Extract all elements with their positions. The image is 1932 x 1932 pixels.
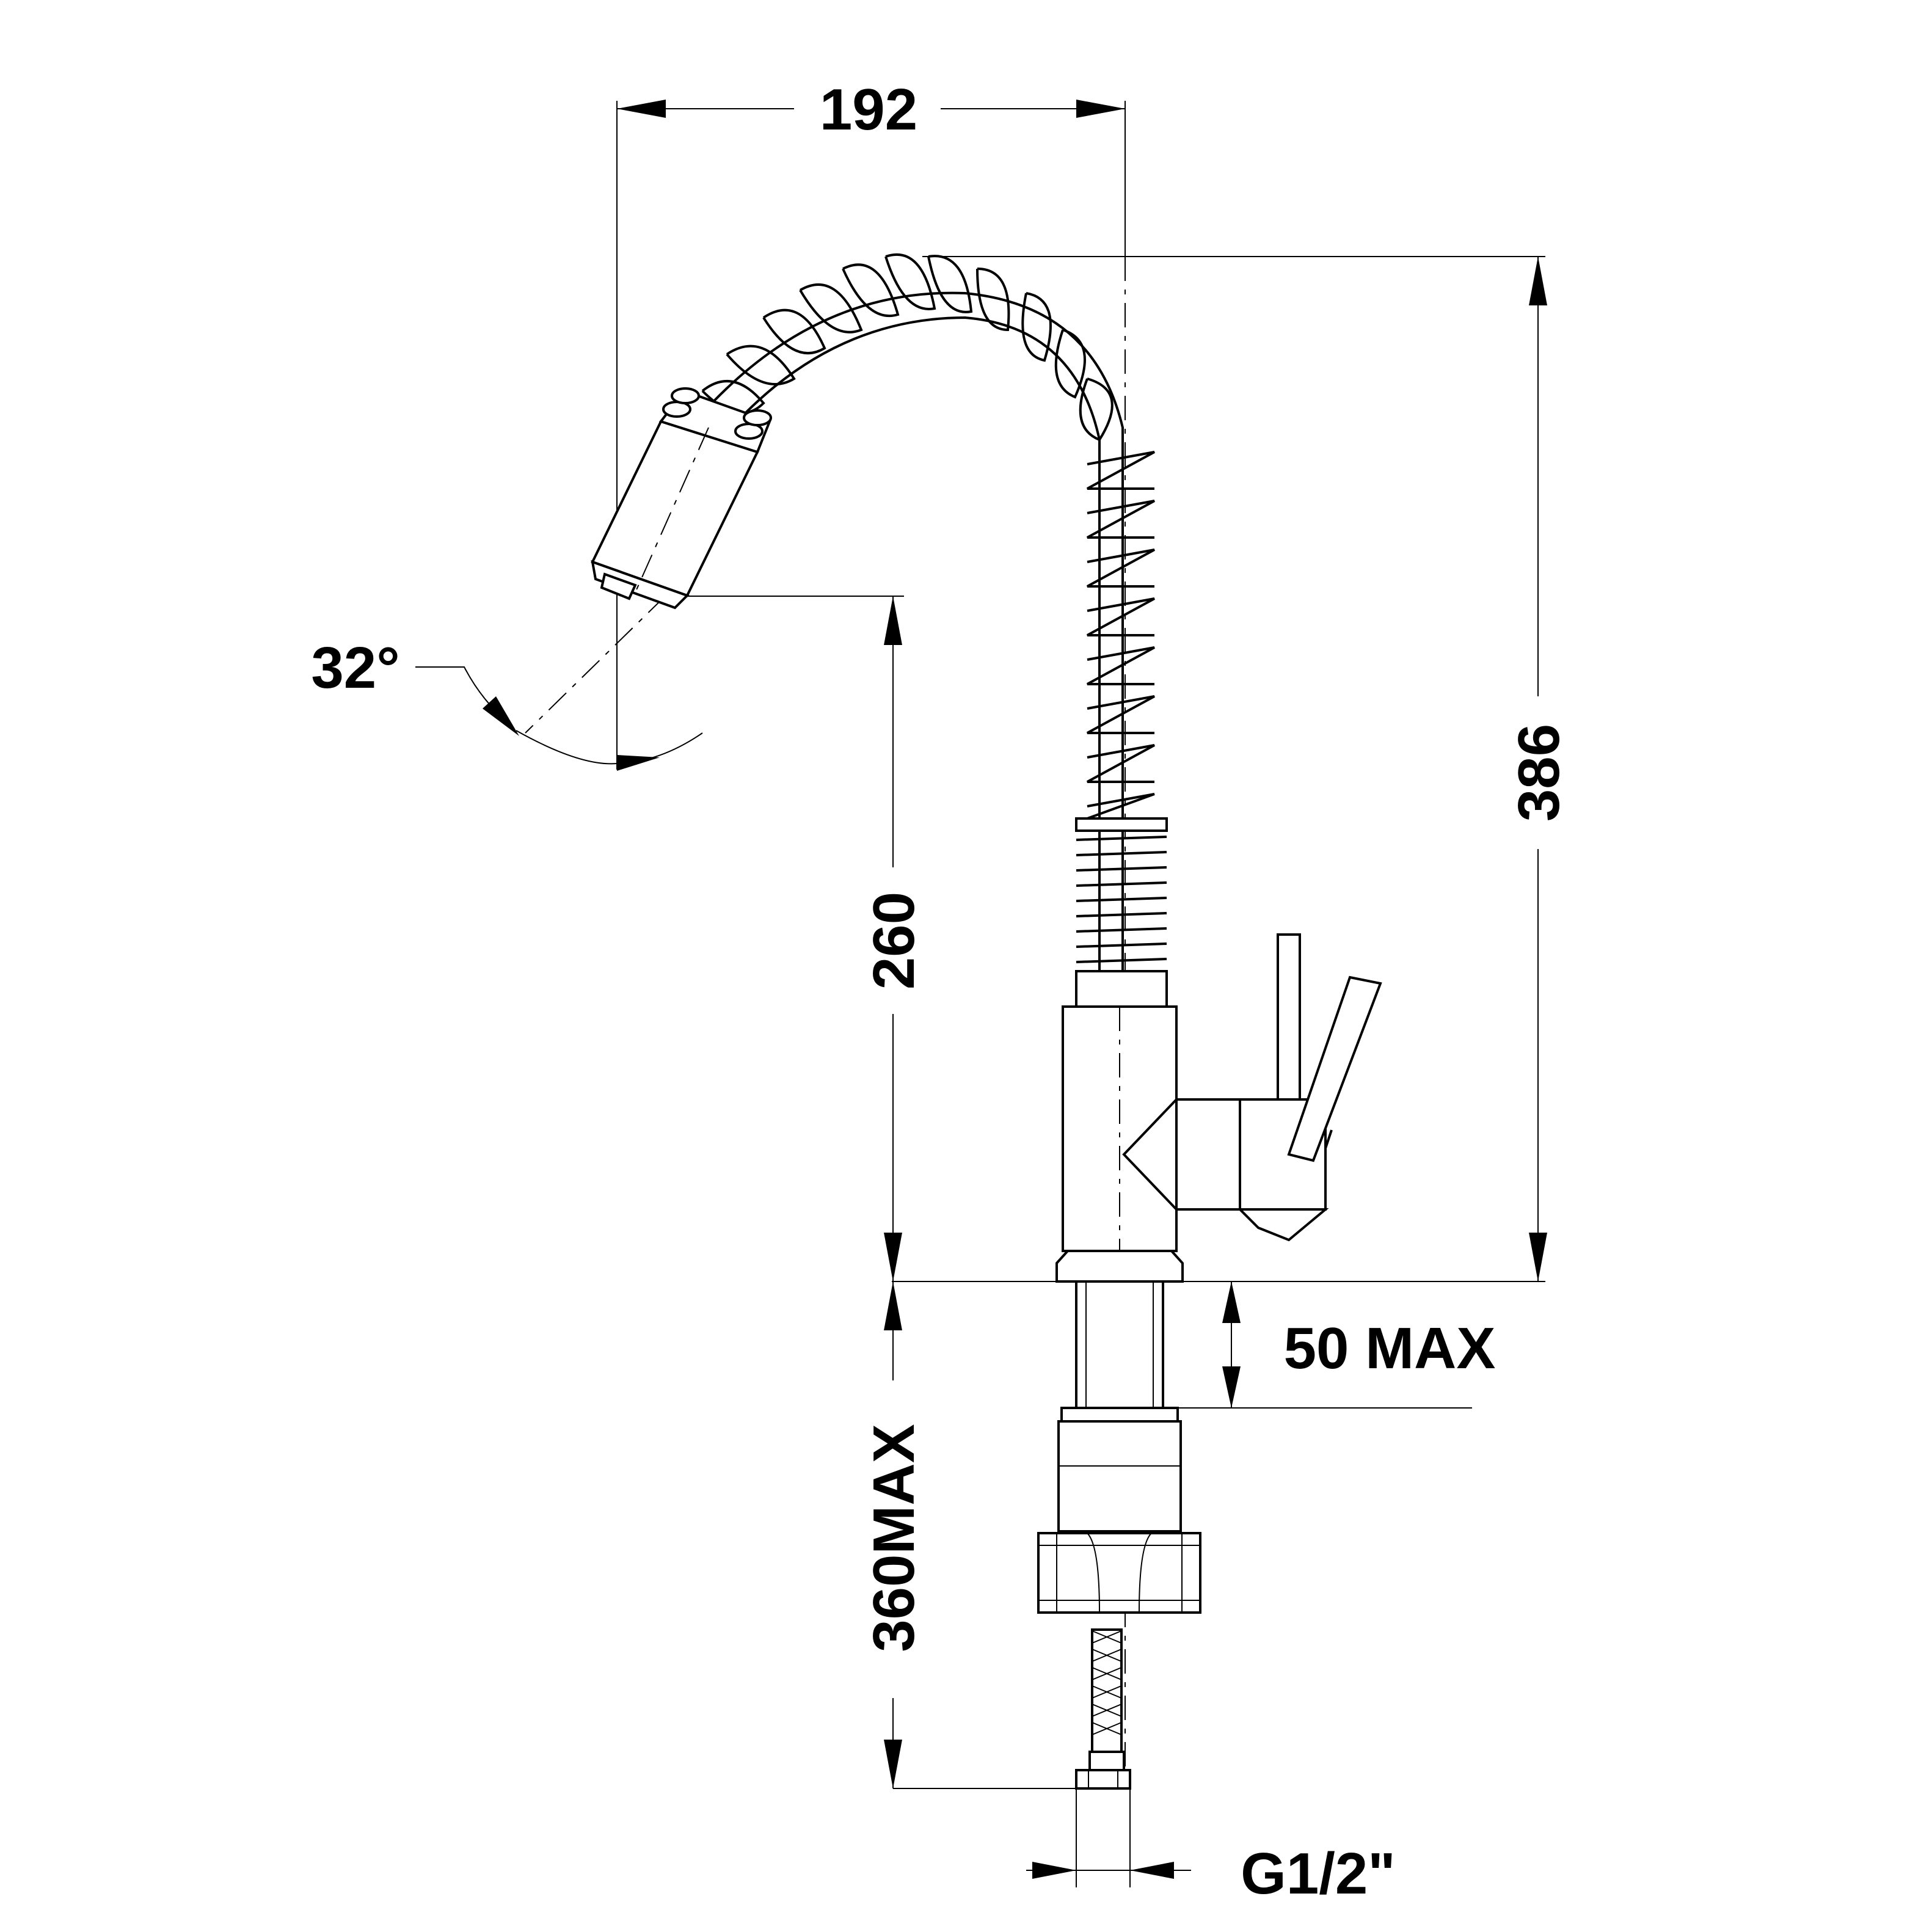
arrow-head bbox=[617, 755, 660, 771]
spray-head bbox=[591, 387, 772, 610]
arrow-head bbox=[884, 596, 902, 645]
faucet bbox=[591, 253, 1382, 1790]
arrow-head bbox=[1076, 100, 1125, 118]
dimension-hose-length: 360MAX bbox=[861, 1281, 1081, 1789]
dimension-deck-thickness-label: 50 MAX bbox=[1284, 1316, 1496, 1381]
arrow-head bbox=[1222, 1366, 1241, 1408]
arrow-head bbox=[617, 100, 666, 118]
dimension-connection-thread: G1/2" bbox=[1026, 1788, 1396, 1906]
dimension-reach-label: 192 bbox=[820, 77, 917, 142]
mounting-sleeve bbox=[1057, 1420, 1182, 1533]
arrow-head bbox=[884, 1281, 902, 1330]
dimension-spout-height-label: 260 bbox=[861, 892, 927, 990]
dimension-spout-height: 260 bbox=[666, 596, 927, 1281]
supply-hose bbox=[1075, 1628, 1131, 1790]
dimension-connection-thread-label: G1/2" bbox=[1241, 1841, 1396, 1906]
arrow-head bbox=[1529, 257, 1547, 305]
mixer-handle bbox=[1122, 933, 1382, 1242]
dimension-spout-angle-label: 32° bbox=[311, 635, 399, 701]
dimension-hose-length-label: 360MAX bbox=[861, 1424, 927, 1652]
arrow-head bbox=[884, 1740, 902, 1788]
spout-neck bbox=[1075, 970, 1168, 1009]
spring-coils-vertical bbox=[1087, 451, 1155, 820]
base-flange bbox=[1055, 1250, 1184, 1283]
arrow-head bbox=[1130, 1862, 1174, 1879]
spring-tight-section bbox=[1075, 817, 1168, 979]
arrow-head bbox=[1222, 1281, 1241, 1323]
dimension-spout-angle: 32° bbox=[311, 595, 703, 771]
dimension-total-height-label: 386 bbox=[1506, 724, 1572, 822]
mounting-shank bbox=[1075, 1280, 1164, 1409]
arrow-head bbox=[1529, 1233, 1547, 1281]
arrow-head bbox=[884, 1233, 902, 1281]
dimension-deck-thickness: 50 MAX bbox=[893, 1281, 1496, 1409]
mounting-washer bbox=[1060, 1407, 1179, 1423]
arrow-head bbox=[483, 696, 519, 736]
arrow-head bbox=[1032, 1862, 1076, 1879]
dimension-reach: 192 bbox=[616, 73, 1126, 770]
fixing-nut bbox=[1037, 1532, 1201, 1614]
